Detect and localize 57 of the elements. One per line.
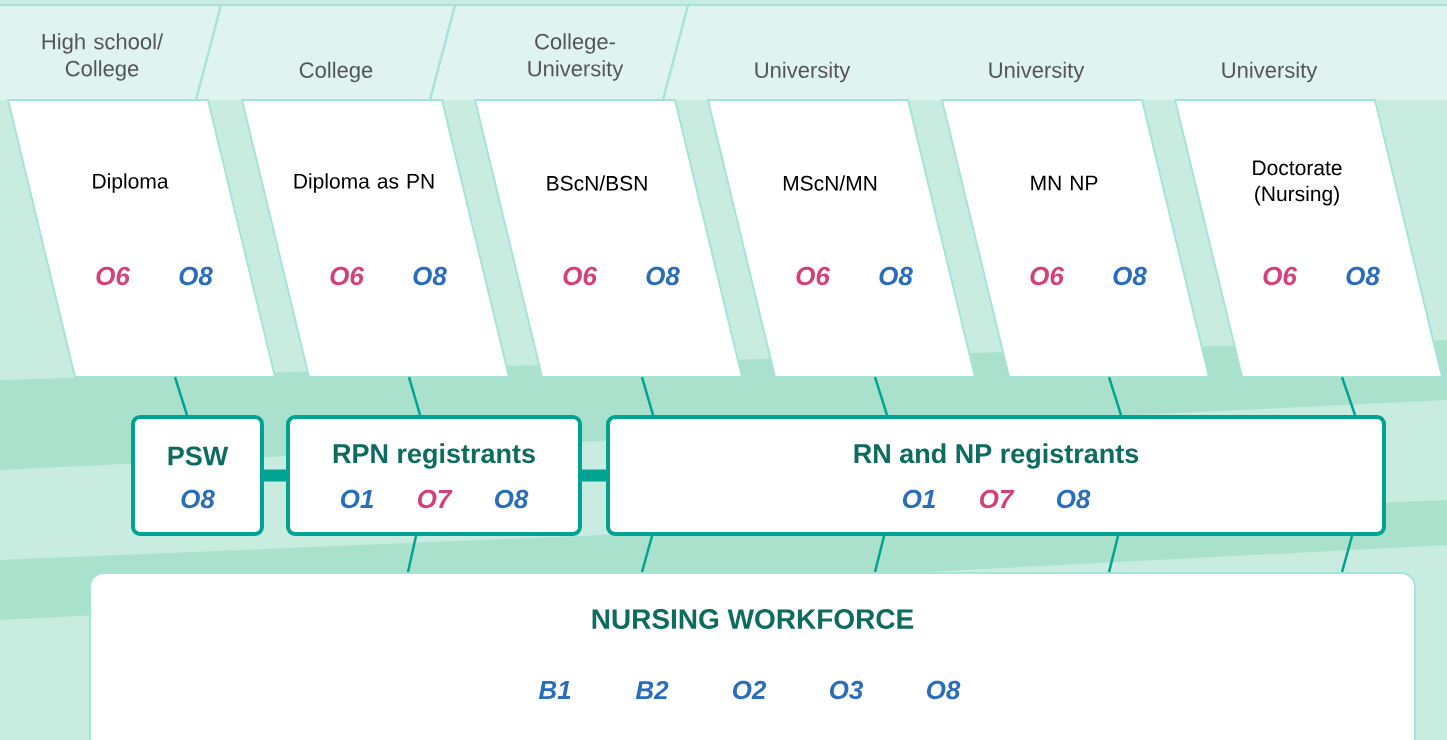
- connector-line: [173, 376, 189, 416]
- connector-line: [582, 469, 606, 482]
- education-level: University: [1222, 61, 1318, 83]
- connector-line: [873, 376, 889, 416]
- outcome-code: B2: [635, 680, 669, 700]
- outcome-code: O8: [181, 489, 215, 509]
- connector-line: [1107, 376, 1123, 416]
- outcome-code: O6: [796, 266, 830, 286]
- outcome-code: B1: [538, 681, 571, 699]
- outcome-code: O2: [732, 680, 767, 700]
- outcome-code: O8: [1346, 266, 1380, 286]
- outcome-code: O8: [1056, 489, 1091, 509]
- education-level: College- University: [528, 33, 624, 81]
- registrant-box: [606, 415, 1386, 536]
- outcome-code: O7: [979, 489, 1015, 509]
- degree-name: Doctorate (Nursing): [1253, 160, 1342, 206]
- degree-name: MScN/MN: [783, 175, 877, 191]
- outcome-code: O6: [1030, 266, 1064, 286]
- connector-line: [264, 469, 286, 482]
- registrant-box: [286, 415, 582, 536]
- education-level: High school/ College: [42, 33, 164, 81]
- outcome-code: O6: [1263, 266, 1297, 286]
- connector-line: [873, 535, 886, 573]
- outcome-code: O8: [494, 489, 529, 509]
- group-title: RPN registrants: [333, 443, 535, 469]
- group-title: PSW: [168, 446, 229, 466]
- workforce-title: NURSING WORKFORCE: [592, 609, 914, 629]
- degree-name: Diploma as PN: [294, 173, 434, 193]
- outcome-code: O8: [1113, 266, 1147, 286]
- group-title: RN and NP registrants: [854, 443, 1139, 469]
- connector-line: [1340, 535, 1354, 573]
- outcome-code: O6: [96, 266, 130, 286]
- connector-line: [1340, 376, 1357, 416]
- degree-name: BScN/BSN: [547, 175, 647, 191]
- outcome-code: O8: [646, 266, 680, 286]
- degree-name: Diploma: [93, 173, 169, 193]
- connector-line: [407, 376, 422, 416]
- outcome-code: O8: [879, 266, 913, 286]
- outcome-code: O1: [902, 489, 935, 509]
- outcome-code: O8: [179, 266, 213, 286]
- outcome-code: O3: [829, 680, 864, 700]
- connector-line: [406, 535, 418, 573]
- education-level: University: [755, 61, 851, 83]
- registrant-box: [131, 415, 264, 536]
- outcome-code: O8: [926, 680, 961, 700]
- connector-line: [1107, 535, 1120, 573]
- outcome-code: O6: [563, 266, 597, 286]
- education-level: University: [989, 61, 1085, 83]
- connector-line: [640, 535, 654, 573]
- connector-line: [640, 376, 655, 416]
- outcome-code: O1: [340, 489, 373, 509]
- outcome-code: O8: [413, 266, 447, 286]
- degree-name: MN NP: [1031, 175, 1098, 191]
- workforce-box: [89, 572, 1416, 740]
- outcome-code: O7: [417, 489, 453, 509]
- education-level: College: [299, 61, 373, 83]
- outcome-code: O6: [330, 266, 364, 286]
